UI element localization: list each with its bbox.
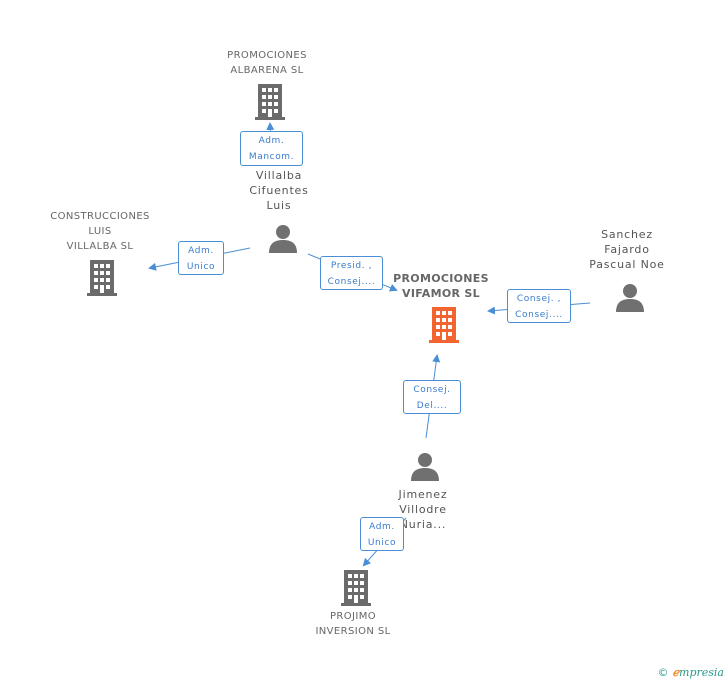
building-icon[interactable] bbox=[255, 84, 285, 120]
node-label-projimo-inversion[interactable]: PROJIMO INVERSION SL bbox=[315, 611, 391, 637]
node-label-promociones-vifamor[interactable]: PROMOCIONES VIFAMOR SL bbox=[393, 272, 489, 300]
node-label-promociones-albarena[interactable]: PROMOCIONES ALBARENA SL bbox=[227, 50, 307, 76]
edge-label-adm-mancom[interactable]: Adm. Mancom. bbox=[240, 131, 303, 166]
edge-label-adm-unico[interactable]: Adm. Unico bbox=[178, 241, 224, 275]
edge-label-consej-consej[interactable]: Consej. , Consej.... bbox=[507, 289, 571, 323]
person-icon[interactable] bbox=[615, 283, 645, 313]
brand-name: mpresia bbox=[679, 666, 724, 679]
edge-label-adm-unico-projimo[interactable]: Adm. Unico bbox=[360, 517, 404, 551]
person-icon[interactable] bbox=[268, 224, 298, 254]
building-icon[interactable] bbox=[341, 570, 371, 606]
edge-label-presid-consej[interactable]: Presid. , Consej.... bbox=[320, 256, 383, 290]
node-label-construcciones-luis-villalba[interactable]: CONSTRUCCIONES LUIS VILLALBA SL bbox=[50, 211, 150, 252]
edge-label-consej-del[interactable]: Consej. Del.... bbox=[403, 380, 461, 414]
empresia-watermark: ©ℯmpresia bbox=[658, 666, 724, 679]
node-label-villalba-cifuentes-luis[interactable]: Villalba Cifuentes Luis bbox=[249, 169, 309, 212]
copyright-icon: © bbox=[657, 666, 669, 679]
node-label-jimenez-villodre-nuria[interactable]: Jimenez Villodre Nuria... bbox=[398, 488, 448, 531]
person-icon[interactable] bbox=[410, 452, 440, 482]
brand-e: ℯ bbox=[672, 666, 680, 679]
building-icon-main[interactable] bbox=[428, 307, 460, 343]
building-icon[interactable] bbox=[87, 260, 117, 296]
node-label-sanchez-fajardo-pascual-noe[interactable]: Sanchez Fajardo Pascual Noe bbox=[589, 228, 665, 271]
